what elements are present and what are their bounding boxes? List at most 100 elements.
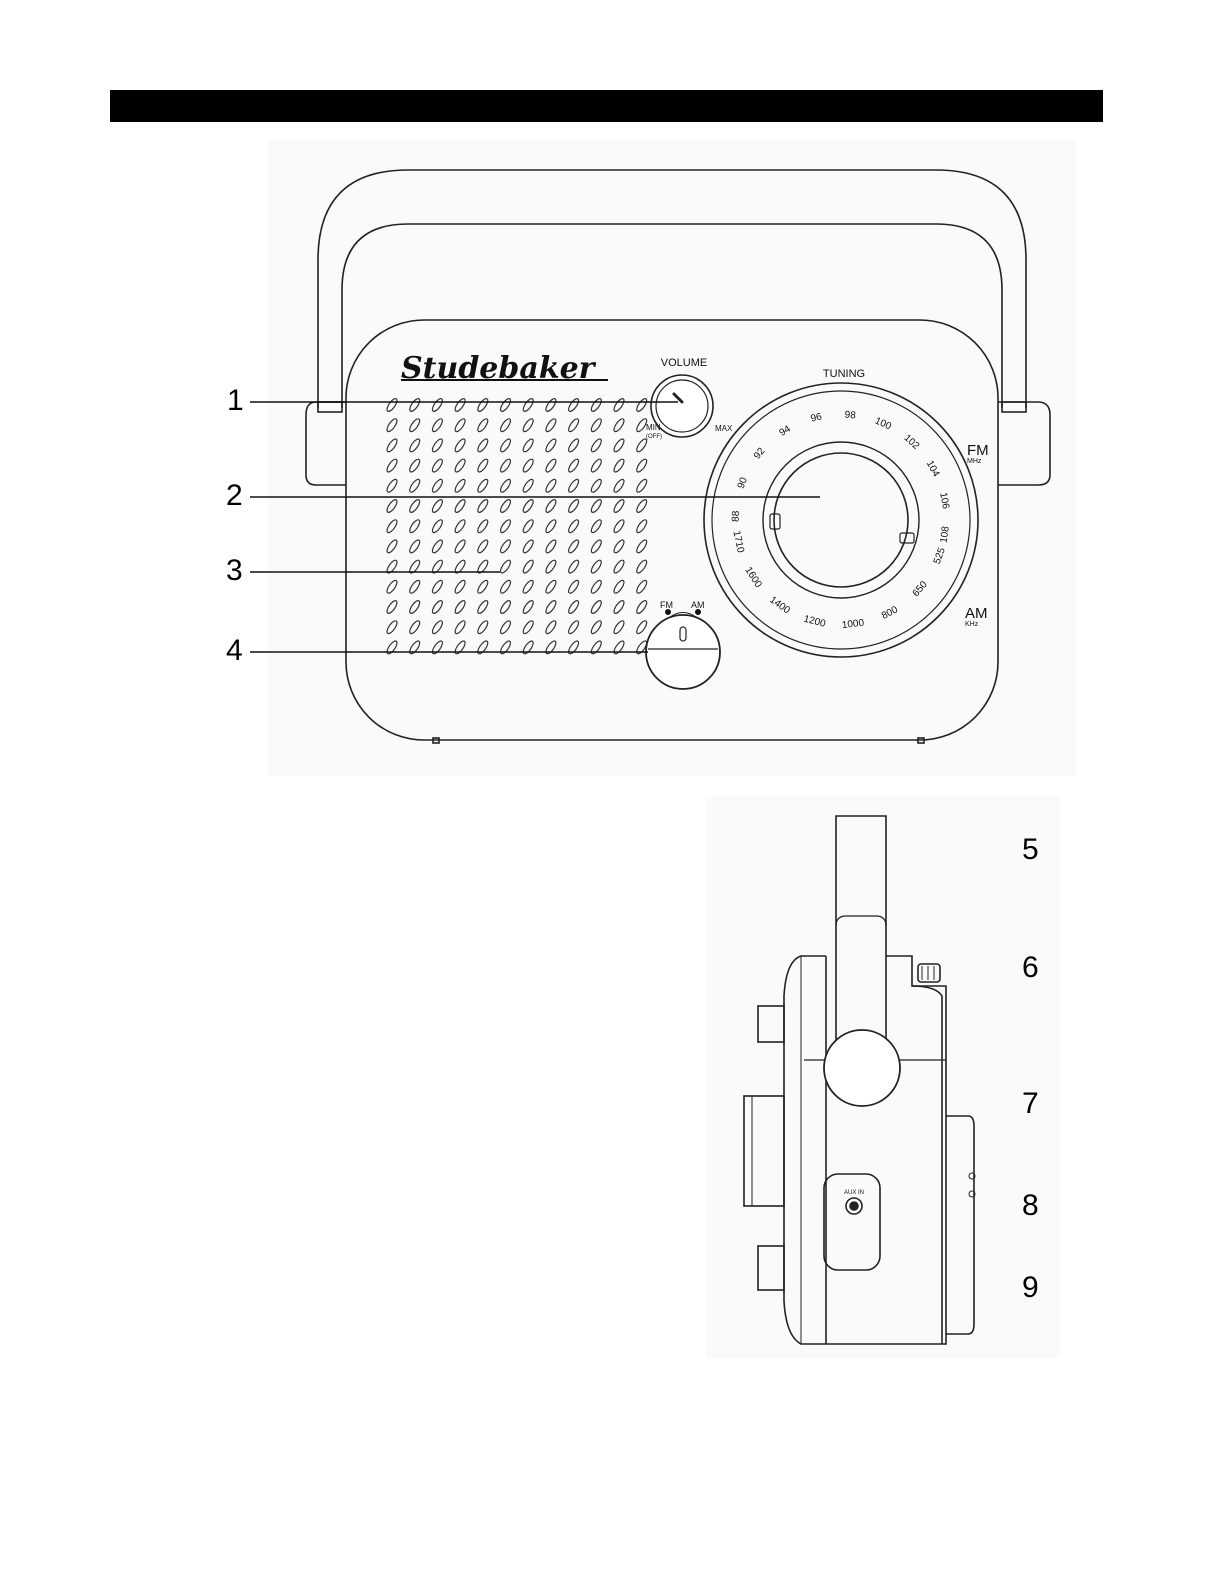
- callout-number-4: 4: [226, 636, 243, 666]
- am-scale-label: 1200: [802, 614, 827, 630]
- fm-scale-label: 100: [873, 416, 893, 433]
- fm-unit-label: MHz: [967, 458, 982, 465]
- band-selector-knob[interactable]: [646, 615, 720, 689]
- grille-slot: [408, 438, 422, 454]
- grille-slot: [612, 640, 626, 656]
- tuning-dial-inner-ring: [763, 442, 919, 598]
- fm-scale-label: 88: [731, 510, 742, 522]
- grille-slot: [521, 498, 535, 514]
- side-selector-knob: [758, 1246, 784, 1290]
- grille-slot: [521, 518, 535, 534]
- callout-number-9: 9: [1022, 1273, 1039, 1303]
- am-scale-label: 800: [880, 604, 900, 622]
- grille-slot: [385, 498, 399, 514]
- am-scale-label: 1600: [742, 565, 764, 590]
- tuning-label: TUNING: [823, 368, 865, 380]
- grille-slot: [635, 559, 649, 575]
- grille-slot: [385, 478, 399, 494]
- am-scale-label: 525: [932, 546, 948, 566]
- grille-slot: [567, 438, 581, 454]
- grille-slot: [612, 539, 626, 555]
- grille-slot: [567, 599, 581, 615]
- callout-number-6: 6: [1022, 953, 1039, 983]
- grille-slot: [499, 619, 513, 635]
- grille-slot: [544, 619, 558, 635]
- antenna-clip: [918, 964, 940, 982]
- callout-number-1: 1: [227, 386, 244, 416]
- grille-slot: [476, 498, 490, 514]
- grille-slot: [476, 417, 490, 433]
- grille-slot: [521, 599, 535, 615]
- grille-slot: [453, 458, 467, 474]
- aux-panel: [824, 1174, 880, 1270]
- volume-min-label: MIN: [646, 423, 661, 432]
- grille-slot: [408, 640, 422, 656]
- aux-in-label: AUX IN: [844, 1190, 864, 1196]
- grille-slot: [590, 579, 604, 595]
- grille-slot: [453, 579, 467, 595]
- fm-scale-label: 106: [937, 492, 951, 511]
- grille-slot: [499, 579, 513, 595]
- grille-slot: [431, 417, 445, 433]
- grille-slot: [431, 619, 445, 635]
- grille-slot: [453, 640, 467, 656]
- grille-slot: [385, 559, 399, 575]
- speaker-grille: [385, 397, 648, 655]
- grille-slot: [453, 438, 467, 454]
- grille-slot: [453, 619, 467, 635]
- grille-slot: [385, 397, 399, 413]
- grille-slot: [476, 640, 490, 656]
- grille-slot: [476, 599, 490, 615]
- grille-slot: [635, 539, 649, 555]
- grille-slot: [635, 619, 649, 635]
- grille-slot: [544, 397, 558, 413]
- side-handle-hub: [824, 1030, 900, 1106]
- grille-slot: [385, 417, 399, 433]
- section-header-bar: [110, 90, 1103, 122]
- grille-slot: [385, 640, 399, 656]
- side-tuning-knob: [744, 1096, 784, 1206]
- grille-slot: [499, 417, 513, 433]
- tuning-knob[interactable]: [774, 453, 908, 587]
- grille-slot: [521, 478, 535, 494]
- grille-slot: [408, 579, 422, 595]
- grille-slot: [521, 619, 535, 635]
- grille-slot: [567, 478, 581, 494]
- selector-am-label: AM: [691, 600, 705, 610]
- grille-slot: [567, 397, 581, 413]
- grille-slot: [408, 559, 422, 575]
- grille-slot: [476, 438, 490, 454]
- grille-slot: [544, 478, 558, 494]
- grille-slot: [431, 397, 445, 413]
- grille-slot: [408, 619, 422, 635]
- grille-slot: [590, 539, 604, 555]
- grille-slot: [408, 417, 422, 433]
- grille-slot: [612, 579, 626, 595]
- grille-slot: [476, 559, 490, 575]
- grille-slot: [544, 539, 558, 555]
- grille-slot: [431, 478, 445, 494]
- grille-slot: [431, 438, 445, 454]
- grille-slot: [499, 599, 513, 615]
- grille-slot: [408, 518, 422, 534]
- am-scale-label: 1000: [841, 618, 865, 632]
- grille-slot: [612, 478, 626, 494]
- grille-slot: [453, 518, 467, 534]
- grille-slot: [453, 397, 467, 413]
- grille-slot: [385, 458, 399, 474]
- grille-slot: [544, 579, 558, 595]
- grille-slot: [544, 640, 558, 656]
- grille-slot: [408, 478, 422, 494]
- fm-scale-label: 94: [777, 423, 793, 438]
- grille-slot: [408, 498, 422, 514]
- grille-slot: [635, 599, 649, 615]
- grille-slot: [453, 599, 467, 615]
- grille-slot: [612, 417, 626, 433]
- right-hub: [998, 402, 1050, 485]
- grille-slot: [590, 478, 604, 494]
- grille-slot: [567, 518, 581, 534]
- grille-slot: [499, 539, 513, 555]
- grille-slot: [544, 438, 558, 454]
- grille-slot: [635, 458, 649, 474]
- grille-slot: [635, 478, 649, 494]
